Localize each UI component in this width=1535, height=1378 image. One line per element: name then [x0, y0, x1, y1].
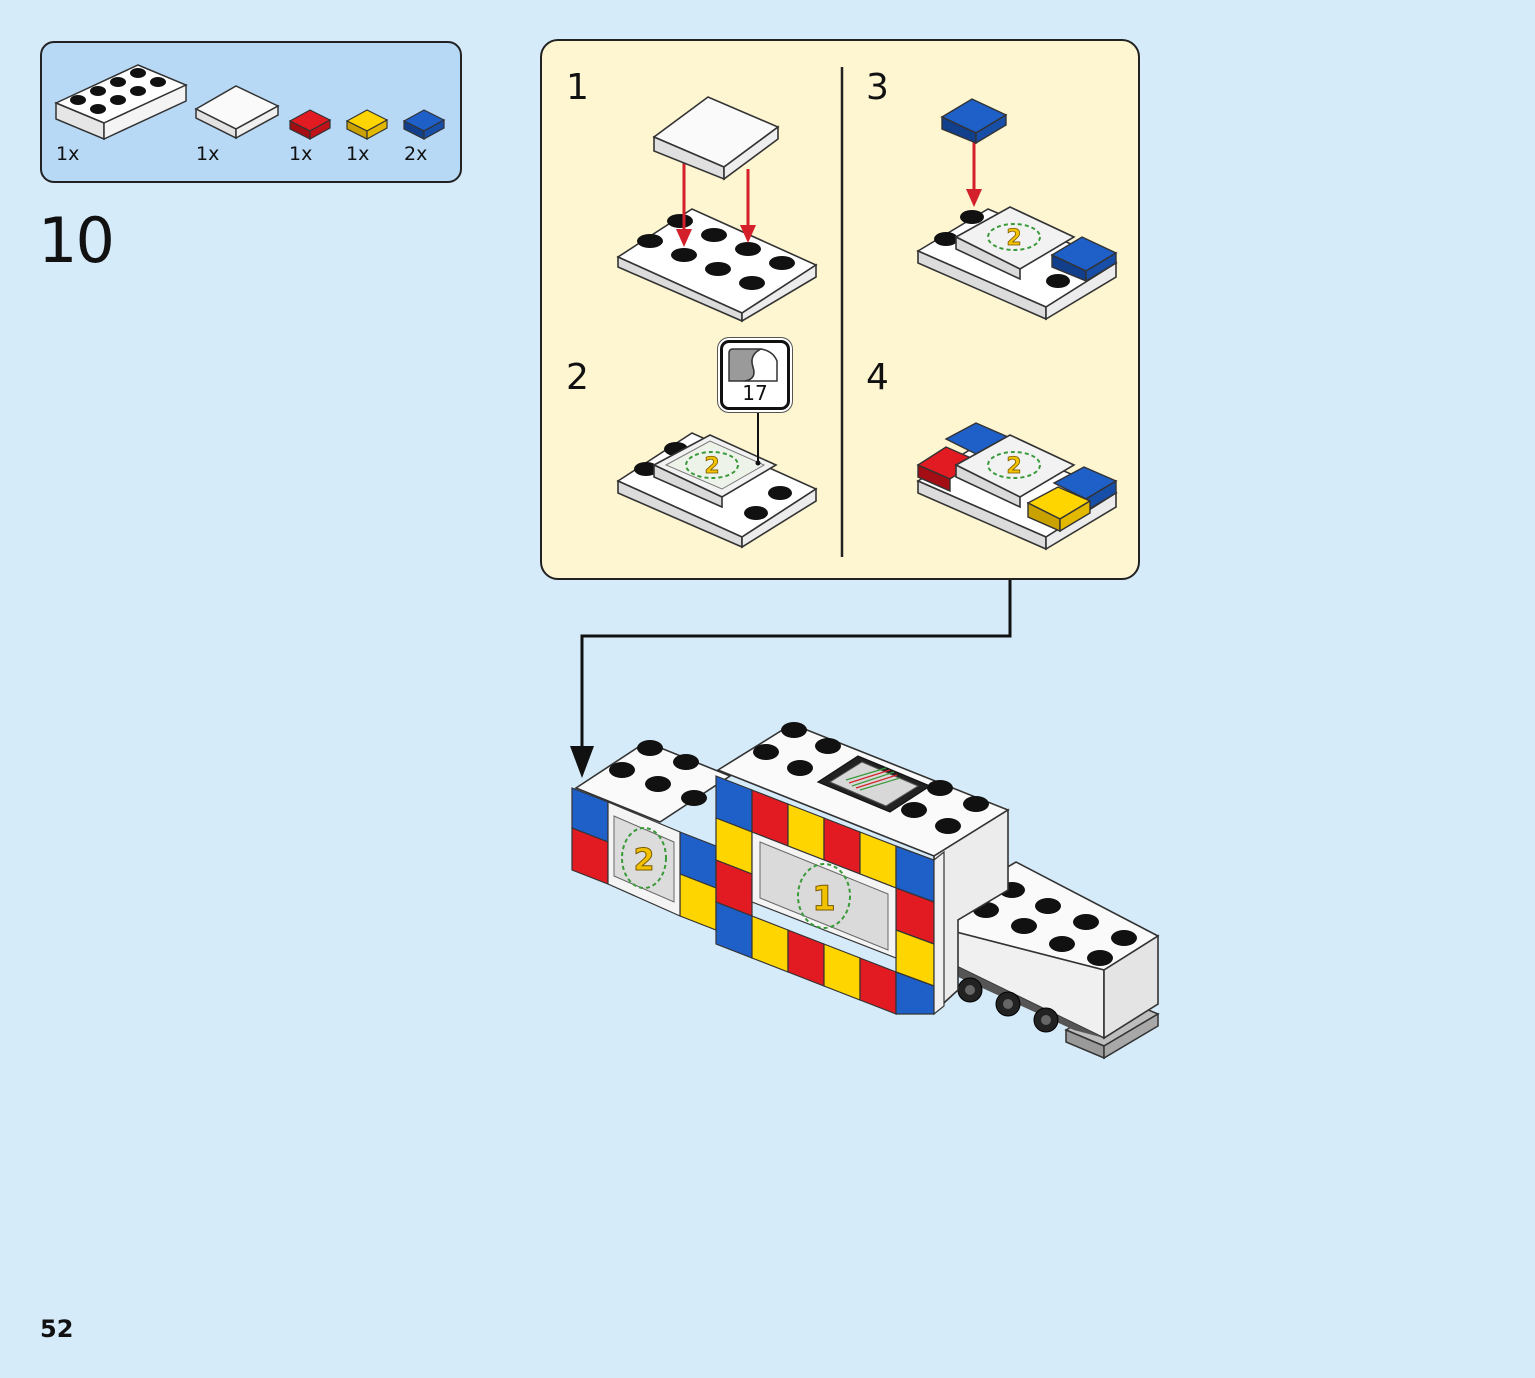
yellow-tile-part [345, 109, 389, 141]
part-quantity: 1x [346, 143, 370, 165]
substep-3-illustration: 2 [916, 98, 1118, 321]
part-quantity: 1x [56, 143, 80, 165]
substep-number: 4 [866, 357, 889, 398]
svg-text:2: 2 [1006, 454, 1021, 479]
step-number: 10 [38, 204, 115, 277]
substep-number: 2 [566, 357, 589, 398]
part-quantity: 1x [289, 143, 313, 165]
part-quantity: 2x [404, 143, 428, 165]
red-tile-part [288, 109, 332, 141]
white-plate-part [54, 64, 188, 141]
connector-arrowhead [570, 746, 594, 778]
left-checkered-face: 2 [571, 787, 717, 931]
svg-text:1: 1 [812, 879, 836, 919]
sticker-number: 17 [742, 381, 768, 405]
sticker-reference: 17 [720, 340, 790, 410]
center-block [716, 722, 1010, 1014]
left-white-brick [574, 740, 732, 823]
substep-number: 1 [566, 67, 589, 108]
substep-1-illustration [616, 96, 818, 323]
connector-line [580, 580, 1012, 756]
substep-4-illustration: 2 [916, 422, 1118, 551]
substep-number: 3 [866, 67, 889, 108]
substep-2-illustration: 2 [616, 411, 818, 549]
sub-assembly-box: 2 2 [540, 39, 1140, 580]
svg-text:2: 2 [1006, 226, 1021, 251]
sub-assembly-illustration: 2 2 [616, 67, 1118, 557]
page-number: 52 [40, 1315, 74, 1343]
center-checkered-face: 1 [715, 775, 945, 1016]
sticker-peel-icon [728, 348, 778, 382]
svg-text:2: 2 [634, 843, 655, 878]
parts-illustration [54, 64, 446, 141]
svg-text:2: 2 [704, 454, 719, 479]
white-tile-part [194, 85, 280, 140]
parts-list: 1x 1x 1x 1x 2x [40, 41, 462, 183]
blue-tile-part [402, 109, 446, 141]
part-quantity: 1x [196, 143, 220, 165]
